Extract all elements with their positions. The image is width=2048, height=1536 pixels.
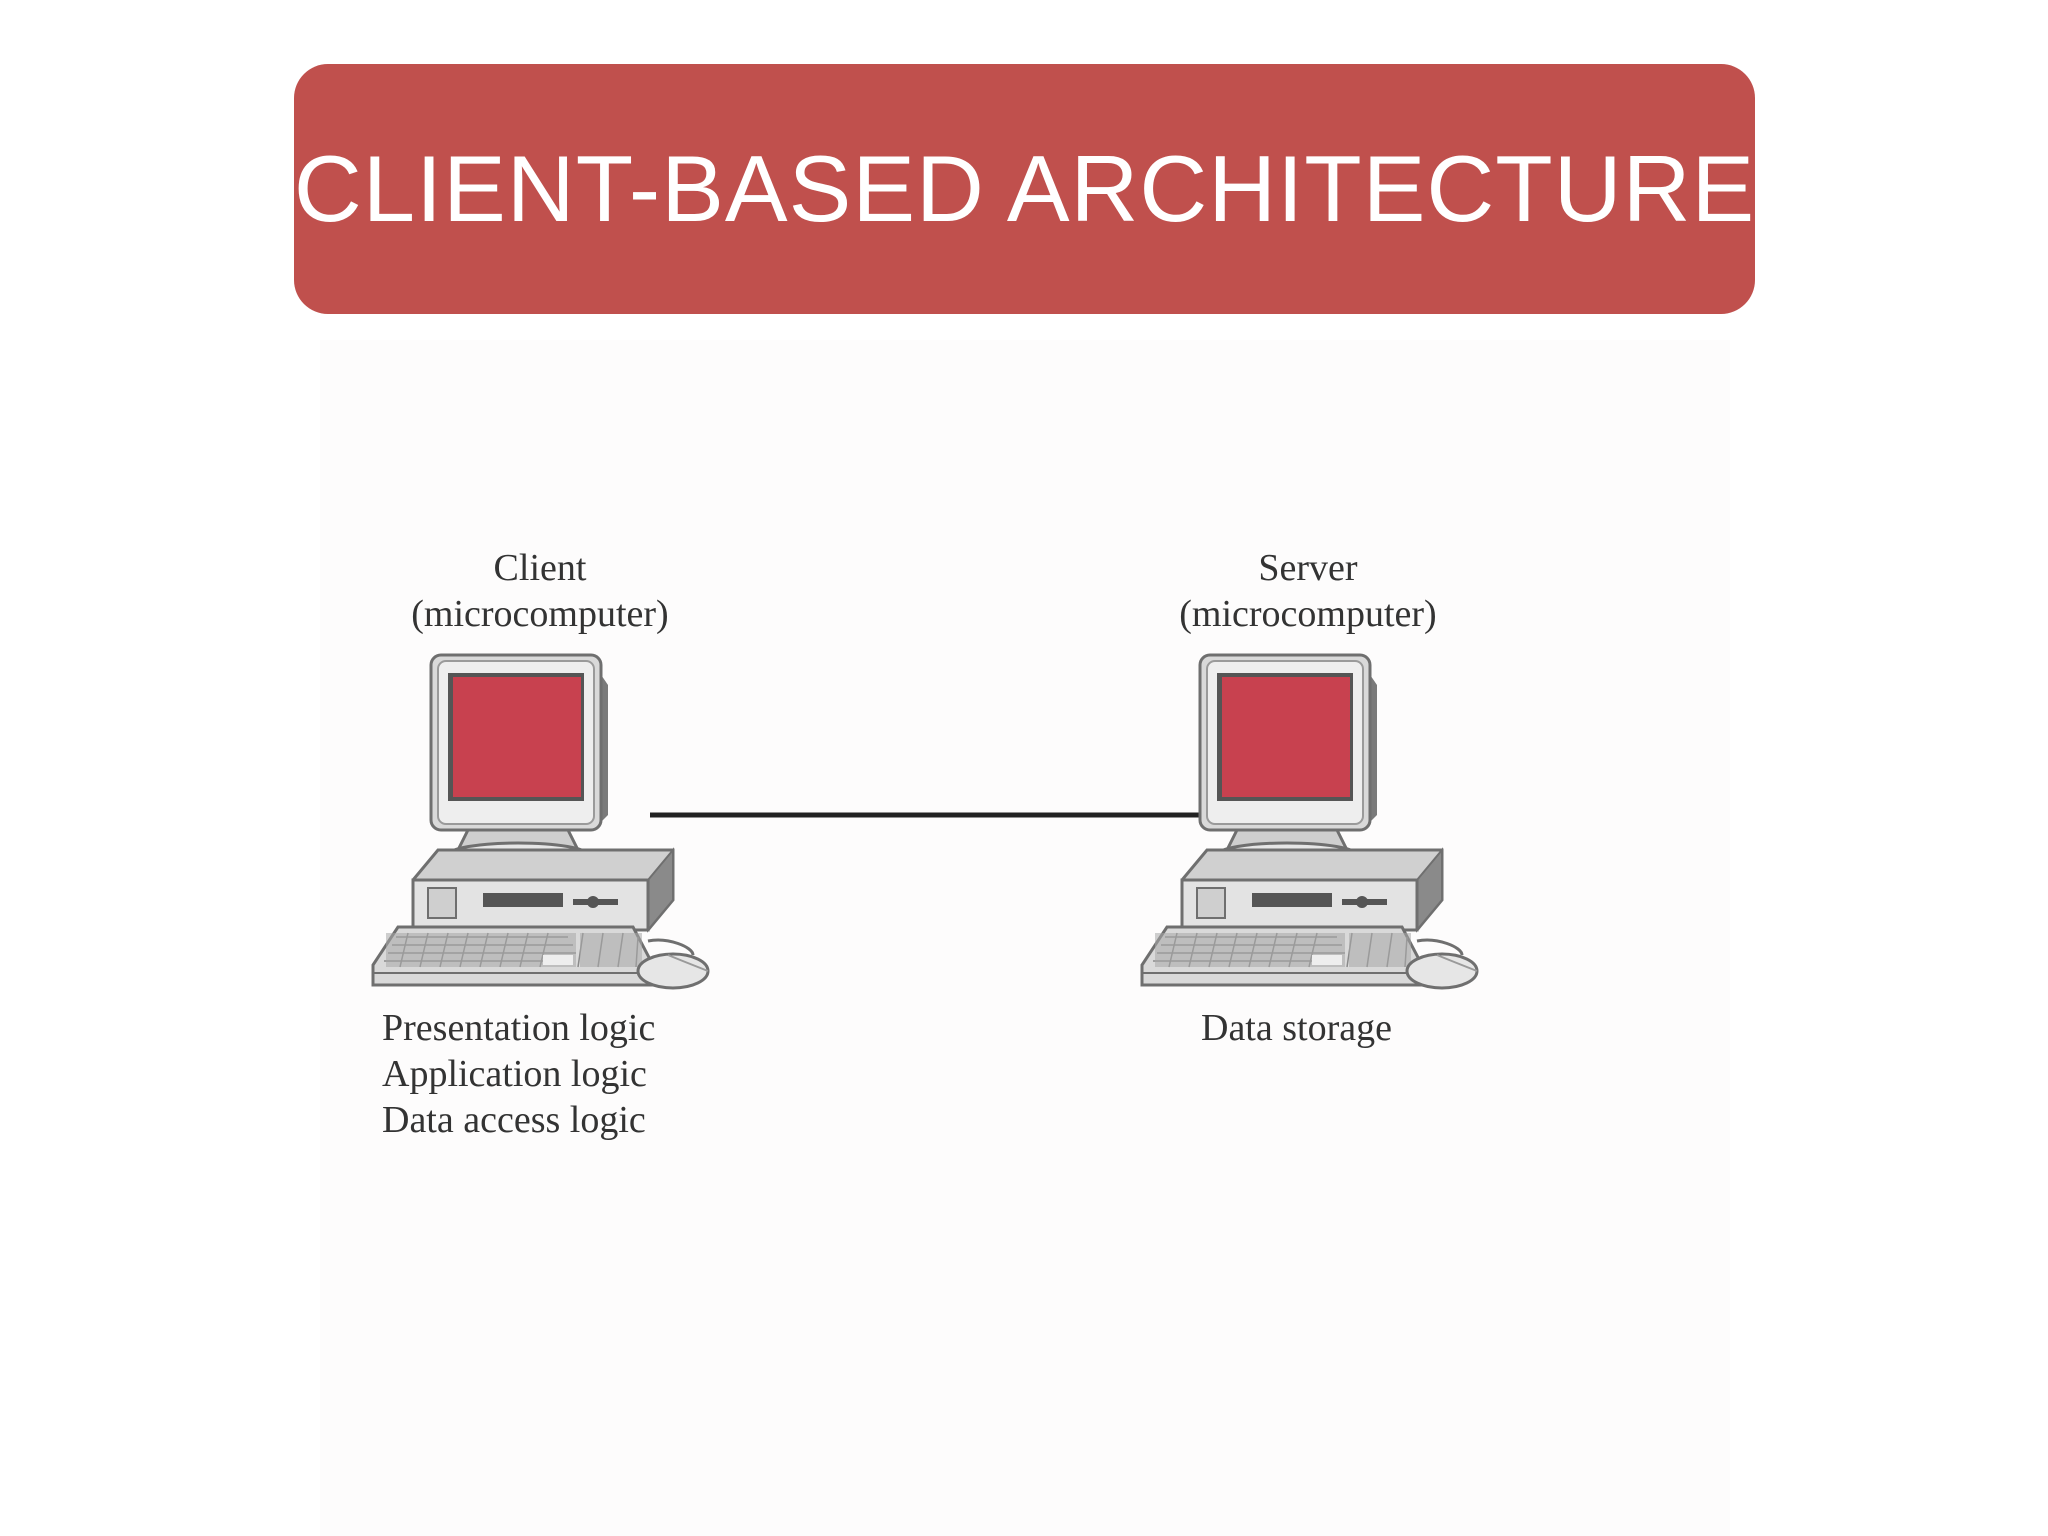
title-banner: CLIENT-BASED ARCHITECTURE	[294, 64, 1755, 314]
client-computer-icon	[371, 653, 710, 990]
slide-title: CLIENT-BASED ARCHITECTURE	[293, 136, 1756, 241]
client-function-item: Presentation logic	[382, 1007, 656, 1049]
server-label-group: Server (microcomputer)	[1158, 545, 1458, 637]
server-function-list: Data storage	[1201, 1005, 1392, 1051]
client-sublabel: (microcomputer)	[411, 593, 669, 635]
server-computer-icon	[1140, 653, 1479, 990]
client-function-item: Data access logic	[382, 1099, 646, 1141]
server-function-item: Data storage	[1201, 1007, 1392, 1049]
client-label-group: Client (microcomputer)	[390, 545, 690, 637]
client-function-item: Application logic	[382, 1053, 647, 1095]
server-sublabel: (microcomputer)	[1179, 593, 1437, 635]
client-label: Client	[493, 547, 587, 589]
server-label: Server	[1258, 547, 1358, 589]
client-function-list: Presentation logic Application logic Dat…	[382, 1005, 655, 1143]
